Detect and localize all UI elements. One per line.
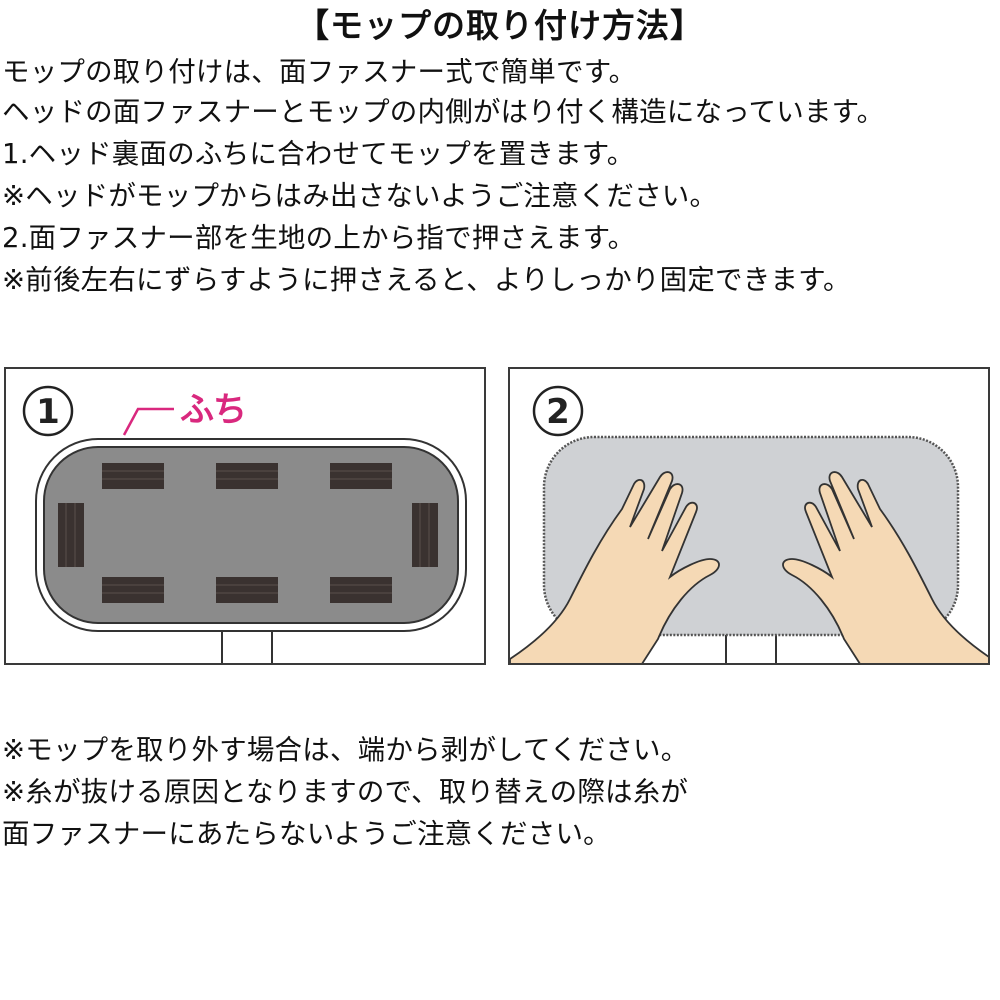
note-removal: ※モップを取り外す場合は、端から剥がしてください。: [2, 734, 689, 766]
note-thread-2: 面ファスナーにあたらないようご注意ください。: [2, 818, 611, 850]
mop-head-underside-illustration: 1 ふち: [22, 385, 467, 663]
figure-2-number: 2: [546, 392, 570, 432]
step-2-note: ※前後左右にずらすように押さえると、よりしっかり固定できます。: [2, 264, 851, 296]
figure-1-panel: 1 ふち: [4, 367, 486, 665]
edge-label: ふち: [180, 390, 247, 430]
intro-line-1: モップの取り付けは、面ファスナー式で簡単です。: [2, 56, 637, 88]
note-thread-1: ※糸が抜ける原因となりますので、取り替えの際は糸が: [2, 776, 689, 808]
figure-2-panel: 2: [508, 367, 990, 665]
hands-pressing-mop-illustration: 2: [510, 385, 988, 663]
intro-line-2: ヘッドの面ファスナーとモップの内側がはり付く構造になっています。: [2, 96, 885, 128]
page-title: 【モップの取り付け方法】: [296, 6, 704, 45]
figure-1-number: 1: [36, 392, 60, 432]
step-1: 1.ヘッド裏面のふちに合わせてモップを置きます。: [2, 138, 635, 170]
step-2: 2.面ファスナー部を生地の上から指で押さえます。: [2, 222, 636, 254]
step-1-note: ※ヘッドがモップからはみ出さないようご注意ください。: [2, 180, 718, 212]
